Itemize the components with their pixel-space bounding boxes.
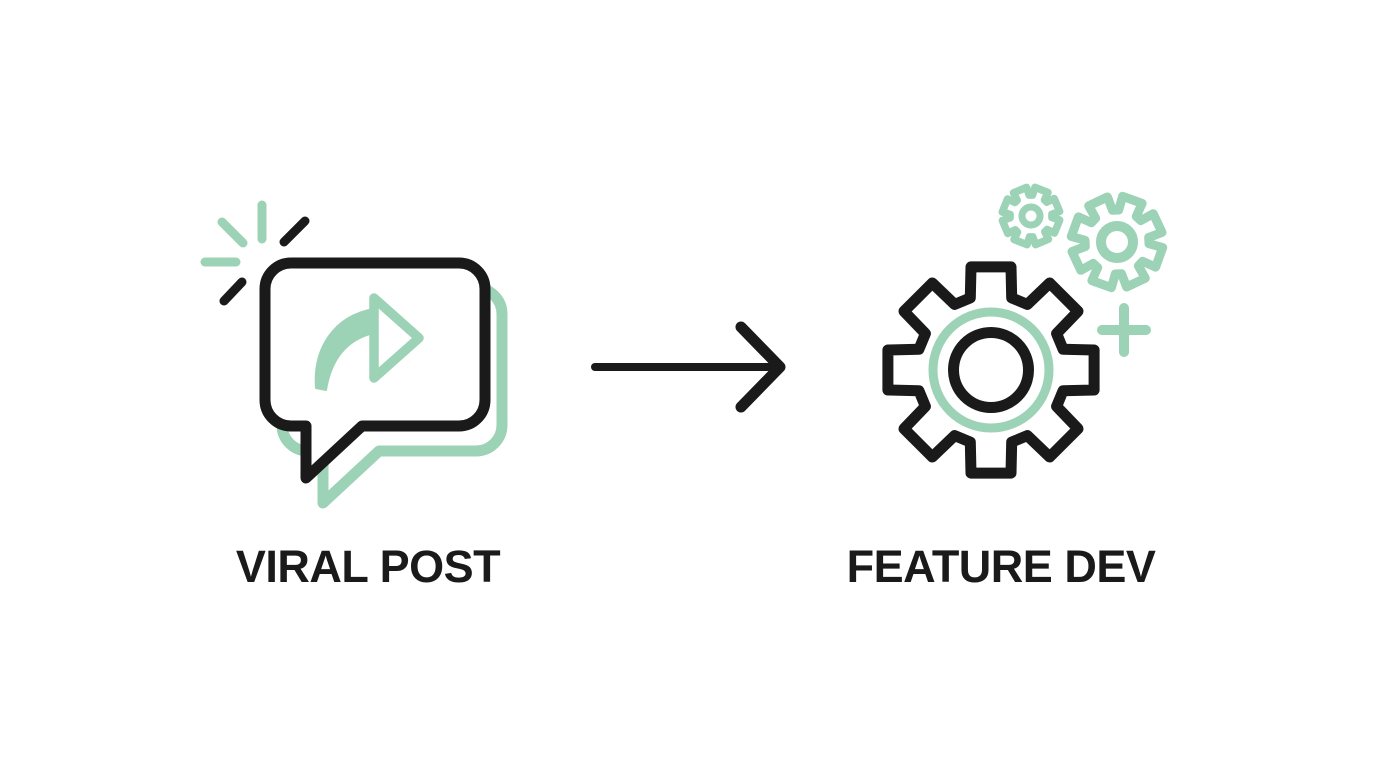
big-gear-hub (948, 327, 1034, 413)
burst-line-diagonal-black-top (279, 216, 310, 247)
feature-dev-icon-group (882, 183, 1168, 479)
big-gear-green-ring (928, 307, 1054, 433)
viral-post-icon-group (200, 200, 508, 509)
arrow-head (735, 321, 786, 413)
burst-line-diagonal-black-bottom (219, 277, 247, 306)
burst-line-diagonal-green (217, 217, 248, 248)
feature-dev-label: FEATURE DEV (846, 541, 1156, 592)
burst-lines-icon (200, 200, 310, 306)
share-arrow-head (369, 293, 424, 383)
medium-gear-hub (1096, 221, 1138, 263)
plus-icon (1097, 303, 1151, 357)
small-gear-hub (1018, 203, 1044, 229)
viral-post-label: VIRAL POST (235, 541, 501, 592)
arrow-right-icon (591, 321, 786, 413)
share-arrow-icon (314, 293, 424, 391)
